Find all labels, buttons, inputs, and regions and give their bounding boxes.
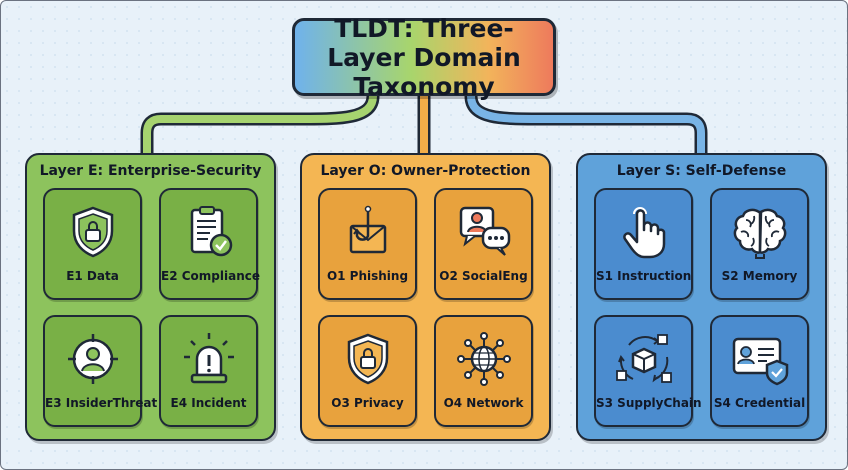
card-o4-network: O4 Network: [434, 315, 533, 427]
shield-lock-icon: [347, 333, 389, 385]
diagram-title-box: TLDT: Three-Layer Domain Taxonomy: [292, 14, 556, 101]
layer-title: Layer O: Owner-Protection: [320, 163, 531, 179]
supply-chain-cycle-icon: [616, 334, 672, 383]
target-person-icon: [68, 334, 118, 384]
diagram-title: TLDT: Three-Layer Domain Taxonomy: [327, 13, 521, 101]
card-e1-data: E1 Data: [43, 188, 142, 300]
card-o1-phishing: O1 Phishing: [318, 188, 417, 300]
pointing-hand-icon: [623, 207, 666, 259]
chat-person-icon: [459, 206, 511, 256]
brain-icon: [733, 208, 787, 259]
card-label: S3 SupplyChain: [596, 396, 702, 410]
connector-to-layer-s: [464, 89, 708, 162]
alarm-siren-icon: [184, 333, 234, 384]
card-label: O4 Network: [443, 396, 524, 410]
card-s2-memory: S2 Memory: [710, 188, 809, 300]
card-label: E4 Incident: [170, 396, 247, 410]
card-o3-privacy: O3 Privacy: [318, 315, 417, 427]
card-e2-compliance: E2 Compliance: [159, 188, 260, 300]
layer-self-defense: Layer S: Self-Defense S1 Instruction S2 …: [576, 153, 827, 441]
card-label: O1 Phishing: [326, 269, 409, 283]
clipboard-check-icon: [190, 206, 233, 257]
card-label: O3 Privacy: [331, 396, 404, 410]
card-label: S4 Credential: [713, 396, 806, 410]
card-label: O2 SocialEng: [439, 269, 528, 283]
card-label: S1 Instruction: [596, 269, 692, 283]
shield-lock-icon: [72, 206, 114, 258]
layer-owner-protection: Layer O: Owner-Protection O1 Phishing: [300, 153, 551, 441]
layer-enterprise-security: Layer E: Enterprise-Security E1 Data: [25, 153, 276, 441]
card-label: S2 Memory: [721, 269, 798, 283]
card-s3-supplychain: S3 SupplyChain: [594, 315, 702, 427]
card-label: E2 Compliance: [161, 269, 260, 283]
layer-title: Layer S: Self-Defense: [616, 163, 787, 179]
card-e3-insiderthreat: E3 InsiderThreat: [43, 315, 158, 427]
connector-to-layer-e: [140, 89, 380, 162]
card-s1-instruction: S1 Instruction: [594, 188, 693, 300]
card-label: E3 InsiderThreat: [45, 396, 158, 410]
card-o2-socialeng: O2 SocialEng: [434, 188, 533, 300]
card-s4-credential: S4 Credential: [710, 315, 809, 427]
globe-network-icon: [457, 332, 511, 386]
fishing-hook-icon: [349, 205, 387, 254]
layer-title: Layer E: Enterprise-Security: [39, 163, 262, 179]
card-e4-incident: E4 Incident: [159, 315, 258, 427]
id-card-shield-icon: [732, 337, 789, 386]
card-label: E1 Data: [66, 269, 119, 283]
